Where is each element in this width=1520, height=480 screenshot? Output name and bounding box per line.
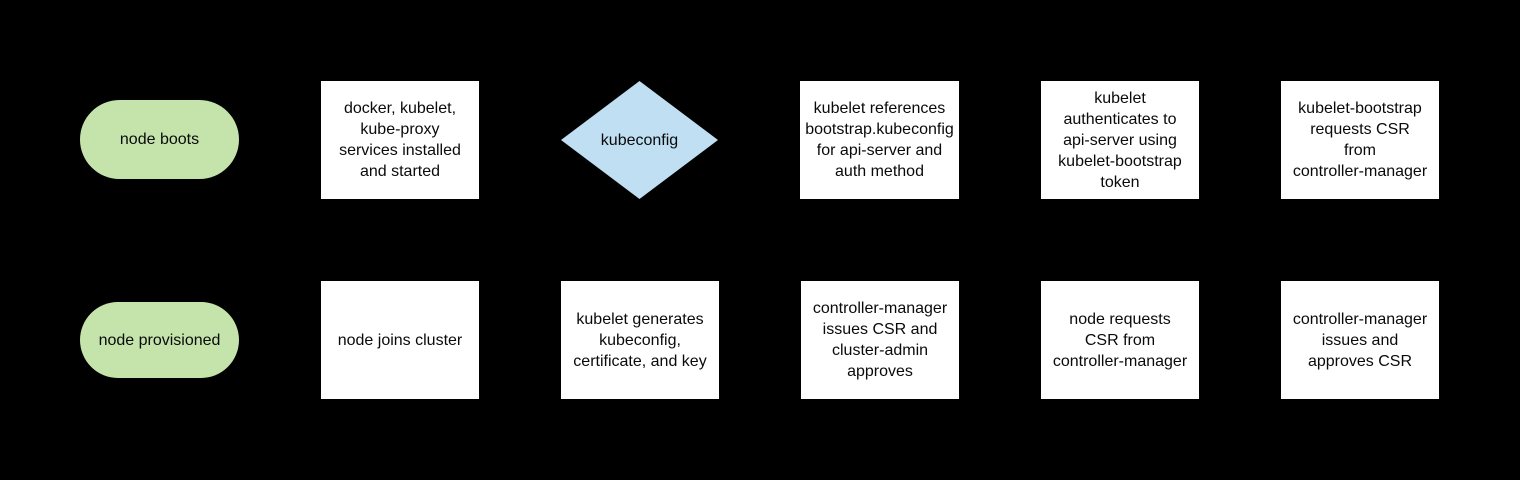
process-cm-issues-cluster-admin-approves: controller-manager issues CSR and cluste… <box>801 281 959 399</box>
process-kubelet-references-bootstrap: kubelet references bootstrap.kubeconfig … <box>800 81 959 199</box>
process-cm-issues-and-approves: controller-manager issues and approves C… <box>1281 281 1439 399</box>
process-services-installed: docker, kubelet, kube-proxy services ins… <box>321 81 479 199</box>
process-kubelet-bootstrap-requests-csr: kubelet-bootstrap requests CSR from cont… <box>1281 81 1439 199</box>
process-kubelet-generates: kubelet generates kubeconfig, certificat… <box>561 281 719 399</box>
process-kubelet-authenticates: kubelet authenticates to api-server usin… <box>1041 81 1199 199</box>
process-node-joins-cluster: node joins cluster <box>321 281 479 399</box>
process-node-requests-csr: node requests CSR from controller-manage… <box>1041 281 1199 399</box>
terminal-node-boots: node boots <box>80 100 239 179</box>
decision-kubeconfig-diamond: kubeconfig <box>561 81 718 199</box>
terminal-node-provisioned: node provisioned <box>80 302 239 378</box>
